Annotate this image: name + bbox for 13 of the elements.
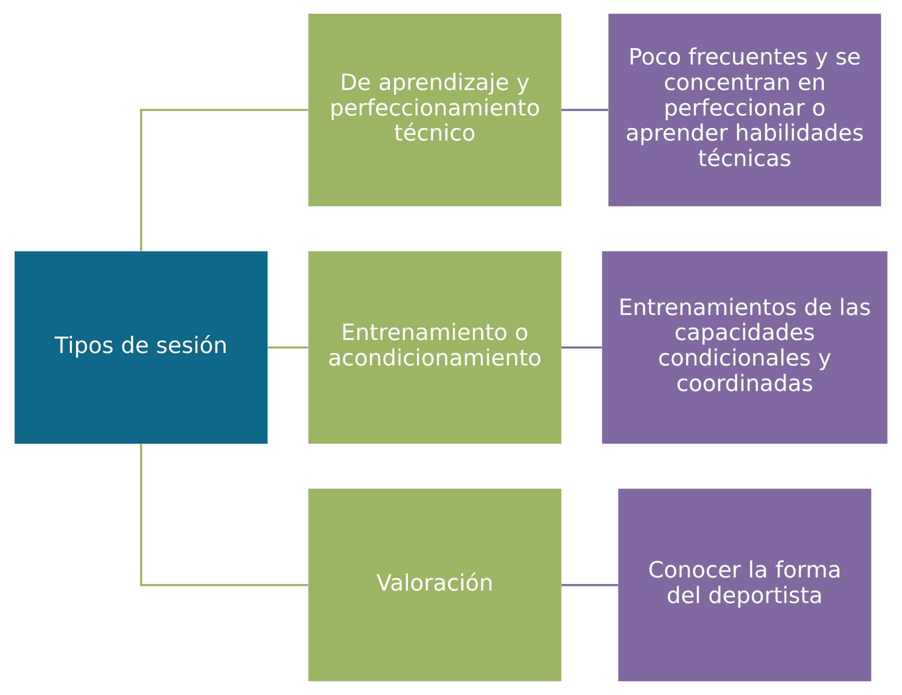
node-box: De aprendizaje y perfeccionamiento técnico [308, 14, 562, 206]
node-box: Entrenamientos de las capacidades condicionales y coordinadas [602, 251, 888, 444]
node-box: Valoración [308, 488, 562, 682]
connector [268, 346, 308, 349]
node-box: Entrenamiento o acondicionamiento [308, 251, 562, 444]
node-box: Poco frecuentes y se concentran en perfeccionar o aprender habilidades técnicas [608, 14, 882, 206]
connector [561, 346, 602, 349]
connector [561, 108, 608, 112]
connector [561, 584, 618, 586]
node-box: Conocer la forma del deportista [618, 488, 872, 682]
connector [140, 108, 308, 251]
node-box: Tipos de sesión [14, 251, 268, 444]
connector [140, 444, 308, 586]
